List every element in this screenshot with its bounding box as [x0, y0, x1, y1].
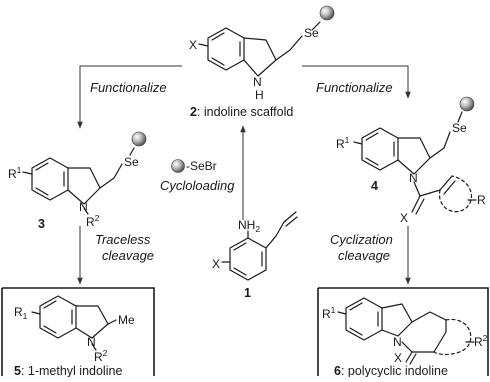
- atom-r2: R2: [474, 333, 488, 349]
- compound-1-structure: [221, 211, 298, 281]
- label-functionalize-left: Functionalize: [90, 80, 167, 95]
- atom-n: N: [79, 200, 88, 214]
- atom-n: N: [87, 335, 96, 349]
- atom-se: Se: [452, 121, 467, 135]
- compound-5-label: 5: 1-methyl indoline: [14, 364, 122, 377]
- atom-nh2: NH2: [238, 218, 260, 234]
- label-functionalize-right: Functionalize: [316, 80, 393, 95]
- atom-se: Se: [304, 26, 319, 40]
- compound-1-label: 1: [244, 286, 251, 300]
- solid-support-bead-icon: [131, 131, 147, 147]
- atom-x: X: [212, 257, 220, 271]
- compound-3-structure: [22, 131, 147, 215]
- label-traceless: Traceless: [95, 232, 151, 247]
- atom-r1: R1: [322, 305, 336, 321]
- atom-h: H: [255, 88, 264, 102]
- atom-r1: R1: [8, 165, 22, 181]
- label-cleavage-right: cleavage: [338, 248, 390, 263]
- label-cleavage-left: cleavage: [102, 248, 154, 263]
- reagent-sebr: -SeBr: [186, 159, 217, 173]
- arrow-functionalize-right: [302, 65, 411, 99]
- compound-2-structure: [198, 5, 335, 77]
- reagent-bead-icon: [171, 159, 185, 173]
- atom-r1: R1: [14, 305, 28, 321]
- atom-n: N: [409, 171, 418, 185]
- solid-support-bead-icon: [319, 5, 335, 21]
- atom-se: Se: [124, 155, 139, 169]
- solid-support-bead-icon: [459, 96, 475, 112]
- atom-n: N: [253, 75, 262, 89]
- label-cyclization: Cyclization: [330, 232, 393, 247]
- compound-6-box: [317, 287, 489, 376]
- compound-4-structure: [353, 96, 477, 215]
- atom-x: X: [400, 211, 408, 225]
- compound-5-box: [1, 287, 155, 376]
- atom-r: R: [477, 193, 486, 207]
- atom-r2: R2: [86, 213, 100, 229]
- atom-r1: R1: [336, 135, 350, 151]
- compound-2-label: 2: indoline scaffold: [190, 105, 293, 119]
- label-cycloloading: Cycloloading: [160, 178, 235, 193]
- compound-6-structure: [337, 297, 475, 365]
- compound-5-structure: [31, 295, 117, 351]
- arrow-functionalize-left: [77, 65, 182, 129]
- compound-4-label: 4: [371, 179, 378, 193]
- compound-6-label: 6: polycyclic indoline: [334, 364, 448, 377]
- compound-3-label: 3: [38, 217, 45, 231]
- atom-n: N: [393, 335, 402, 349]
- atom-r2: R2: [94, 348, 108, 364]
- atom-x: X: [189, 38, 197, 52]
- atom-me: Me: [118, 313, 135, 327]
- atom-x: X: [394, 351, 402, 365]
